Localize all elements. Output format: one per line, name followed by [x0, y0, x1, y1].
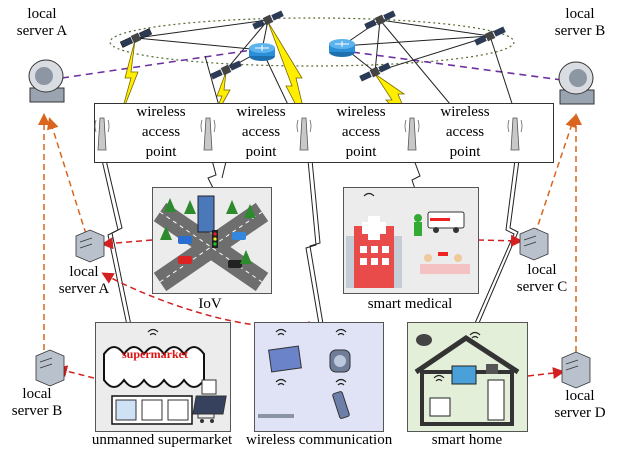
smart-home-label: smart home: [431, 432, 503, 448]
iov-label: IoV: [198, 296, 222, 312]
satellite-icon-4: [364, 10, 396, 30]
local-server-c-label: local server C: [516, 262, 568, 295]
smart-home-illustration: [414, 334, 520, 426]
server-icon-d: [561, 351, 591, 389]
satellite-icon-1: [119, 28, 153, 48]
server-icon-c: [519, 227, 549, 261]
satellite-dish-icon-left: [28, 59, 65, 103]
local-server-a-mid-label: local server A: [58, 264, 110, 297]
local-server-d-label: local server D: [554, 388, 606, 421]
antenna-icon-5: [510, 117, 520, 151]
satellite-icon-6: [474, 26, 506, 46]
antenna-icon-4: [407, 117, 417, 151]
access-point-label-1: wireless access point: [136, 104, 186, 160]
local-server-b-bottom-label: local server B: [11, 386, 63, 419]
antenna-icon-3: [299, 117, 309, 151]
satellite-dish-icon-right: [558, 61, 595, 105]
smart-medical-label: smart medical: [367, 296, 453, 312]
server-icon-a: [75, 229, 105, 263]
unmanned-supermarket-label: unmanned supermarket: [91, 432, 233, 448]
access-point-strip: [94, 103, 554, 163]
wireless-communication-panel: [254, 322, 384, 432]
local-server-a-top-label: local server A: [16, 6, 68, 39]
antenna-icon-1: [97, 117, 107, 151]
ap-scene-links: [101, 55, 520, 331]
satellite-icon-3: [210, 60, 242, 80]
router-icon-left: [249, 43, 275, 61]
server-icon-b: [35, 349, 65, 387]
smart-medical-illustration: [346, 211, 470, 288]
wifi-icons: [147, 192, 481, 386]
server-chain-links: [38, 113, 582, 352]
satellite-icon-5: [359, 62, 391, 82]
wireless-communication-label: wireless communication: [246, 432, 393, 448]
iov-illustration: [153, 195, 269, 292]
access-point-label-2: wireless access point: [236, 104, 286, 160]
satellite-icon-2: [252, 10, 284, 30]
access-point-label-3: wireless access point: [336, 104, 386, 160]
wireless-devices-illustration: [192, 345, 351, 419]
satellite-orbit: [109, 17, 515, 67]
router-icon-right: [329, 39, 355, 57]
antenna-icon-2: [203, 117, 213, 151]
supermarket-sign: supermarket: [122, 347, 188, 361]
satellite-server-links: [61, 49, 563, 81]
local-server-b-top-label: local server B: [554, 6, 606, 39]
supermarket-illustration: [103, 346, 217, 425]
access-point-label-4: wireless access point: [440, 104, 490, 160]
